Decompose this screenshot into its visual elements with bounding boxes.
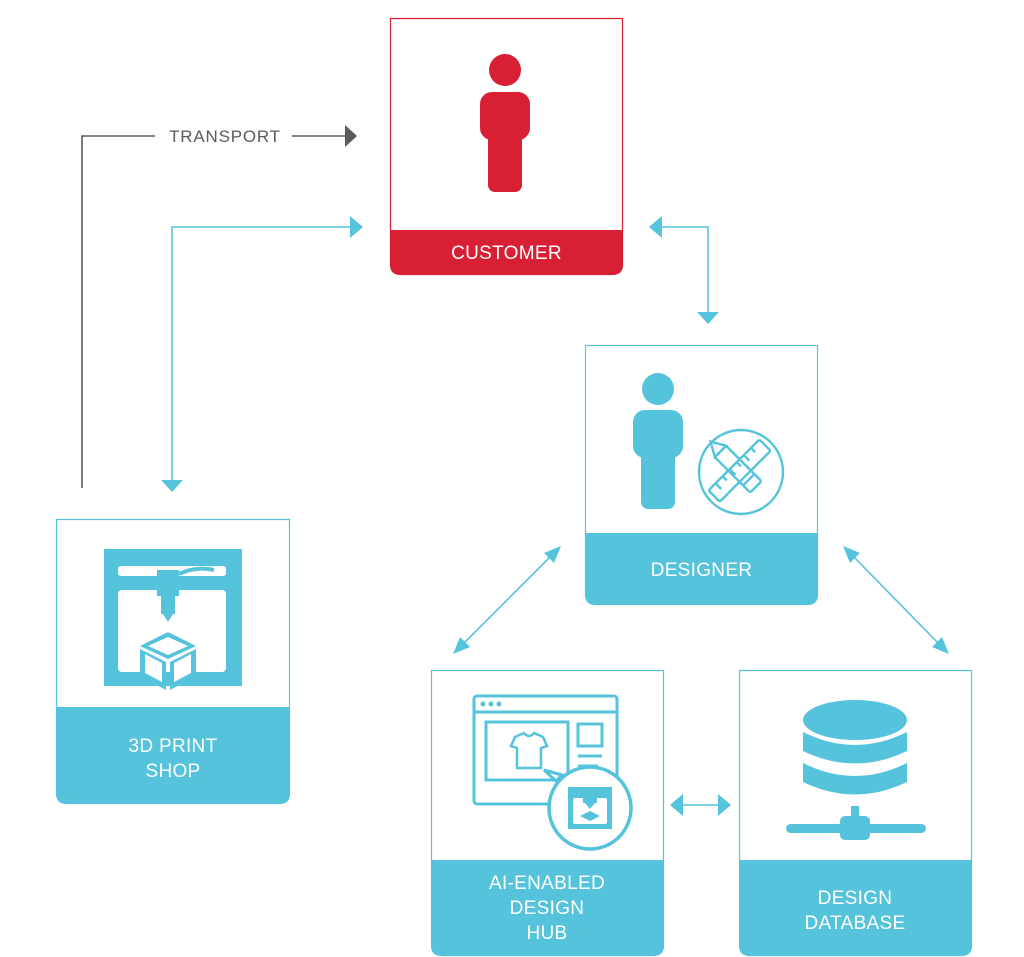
browser-window-with-printer-icon <box>472 694 633 851</box>
design-hub-label-line3: HUB <box>526 923 567 944</box>
customer-label: CUSTOMER <box>451 243 562 264</box>
arrowhead-to-hub <box>453 637 470 654</box>
arrowhead-to-database <box>718 794 731 816</box>
hub-database-connector <box>670 794 731 816</box>
print-shop-label-line2: SHOP <box>145 761 200 782</box>
design-hub-label-line2: DESIGN <box>510 898 585 919</box>
arrowhead-to-designer <box>843 546 860 563</box>
customer-designer-connector <box>649 216 719 324</box>
design-hub-card[interactable]: AI-ENABLED DESIGN HUB <box>430 669 665 957</box>
arrowhead-to-database <box>932 637 949 654</box>
customer-printshop-connector <box>161 216 363 492</box>
arrowhead-to-designer <box>544 546 561 563</box>
3d-printer-icon <box>104 549 242 690</box>
person-icon <box>480 54 530 192</box>
customer-label-band <box>390 230 623 275</box>
arrowhead-to-customer <box>649 216 662 238</box>
design-database-label-band <box>739 860 972 956</box>
arrowhead-to-printshop <box>161 480 183 492</box>
designer-label: DESIGNER <box>651 560 753 581</box>
print-shop-label-line1: 3D PRINT <box>129 736 218 757</box>
design-hub-label-band <box>431 860 664 956</box>
design-hub-label-line1: AI-ENABLED <box>489 873 605 894</box>
designer-card[interactable]: DESIGNER <box>584 344 819 606</box>
arrowhead-to-designer <box>697 312 719 324</box>
transport-arrowhead <box>345 125 357 147</box>
database-server-icon <box>786 700 926 840</box>
print-shop-label-band <box>56 707 290 804</box>
customer-card[interactable]: CUSTOMER <box>389 17 624 276</box>
designer-label-band <box>585 533 818 605</box>
design-database-card[interactable]: DESIGN DATABASE <box>738 669 973 957</box>
arrowhead-to-hub <box>670 794 683 816</box>
transport-connector: TRANSPORT <box>81 125 357 488</box>
transport-label: TRANSPORT <box>169 127 281 146</box>
arrowhead-to-customer <box>350 216 363 238</box>
designer-database-connector <box>843 546 949 654</box>
person-icon <box>633 373 683 509</box>
pencil-ruler-icon <box>697 428 785 516</box>
design-database-label-line1: DESIGN <box>818 888 893 909</box>
design-database-label-line2: DATABASE <box>805 913 906 934</box>
designer-hub-connector <box>453 546 561 654</box>
print-shop-card[interactable]: 3D PRINT SHOP <box>55 518 291 805</box>
